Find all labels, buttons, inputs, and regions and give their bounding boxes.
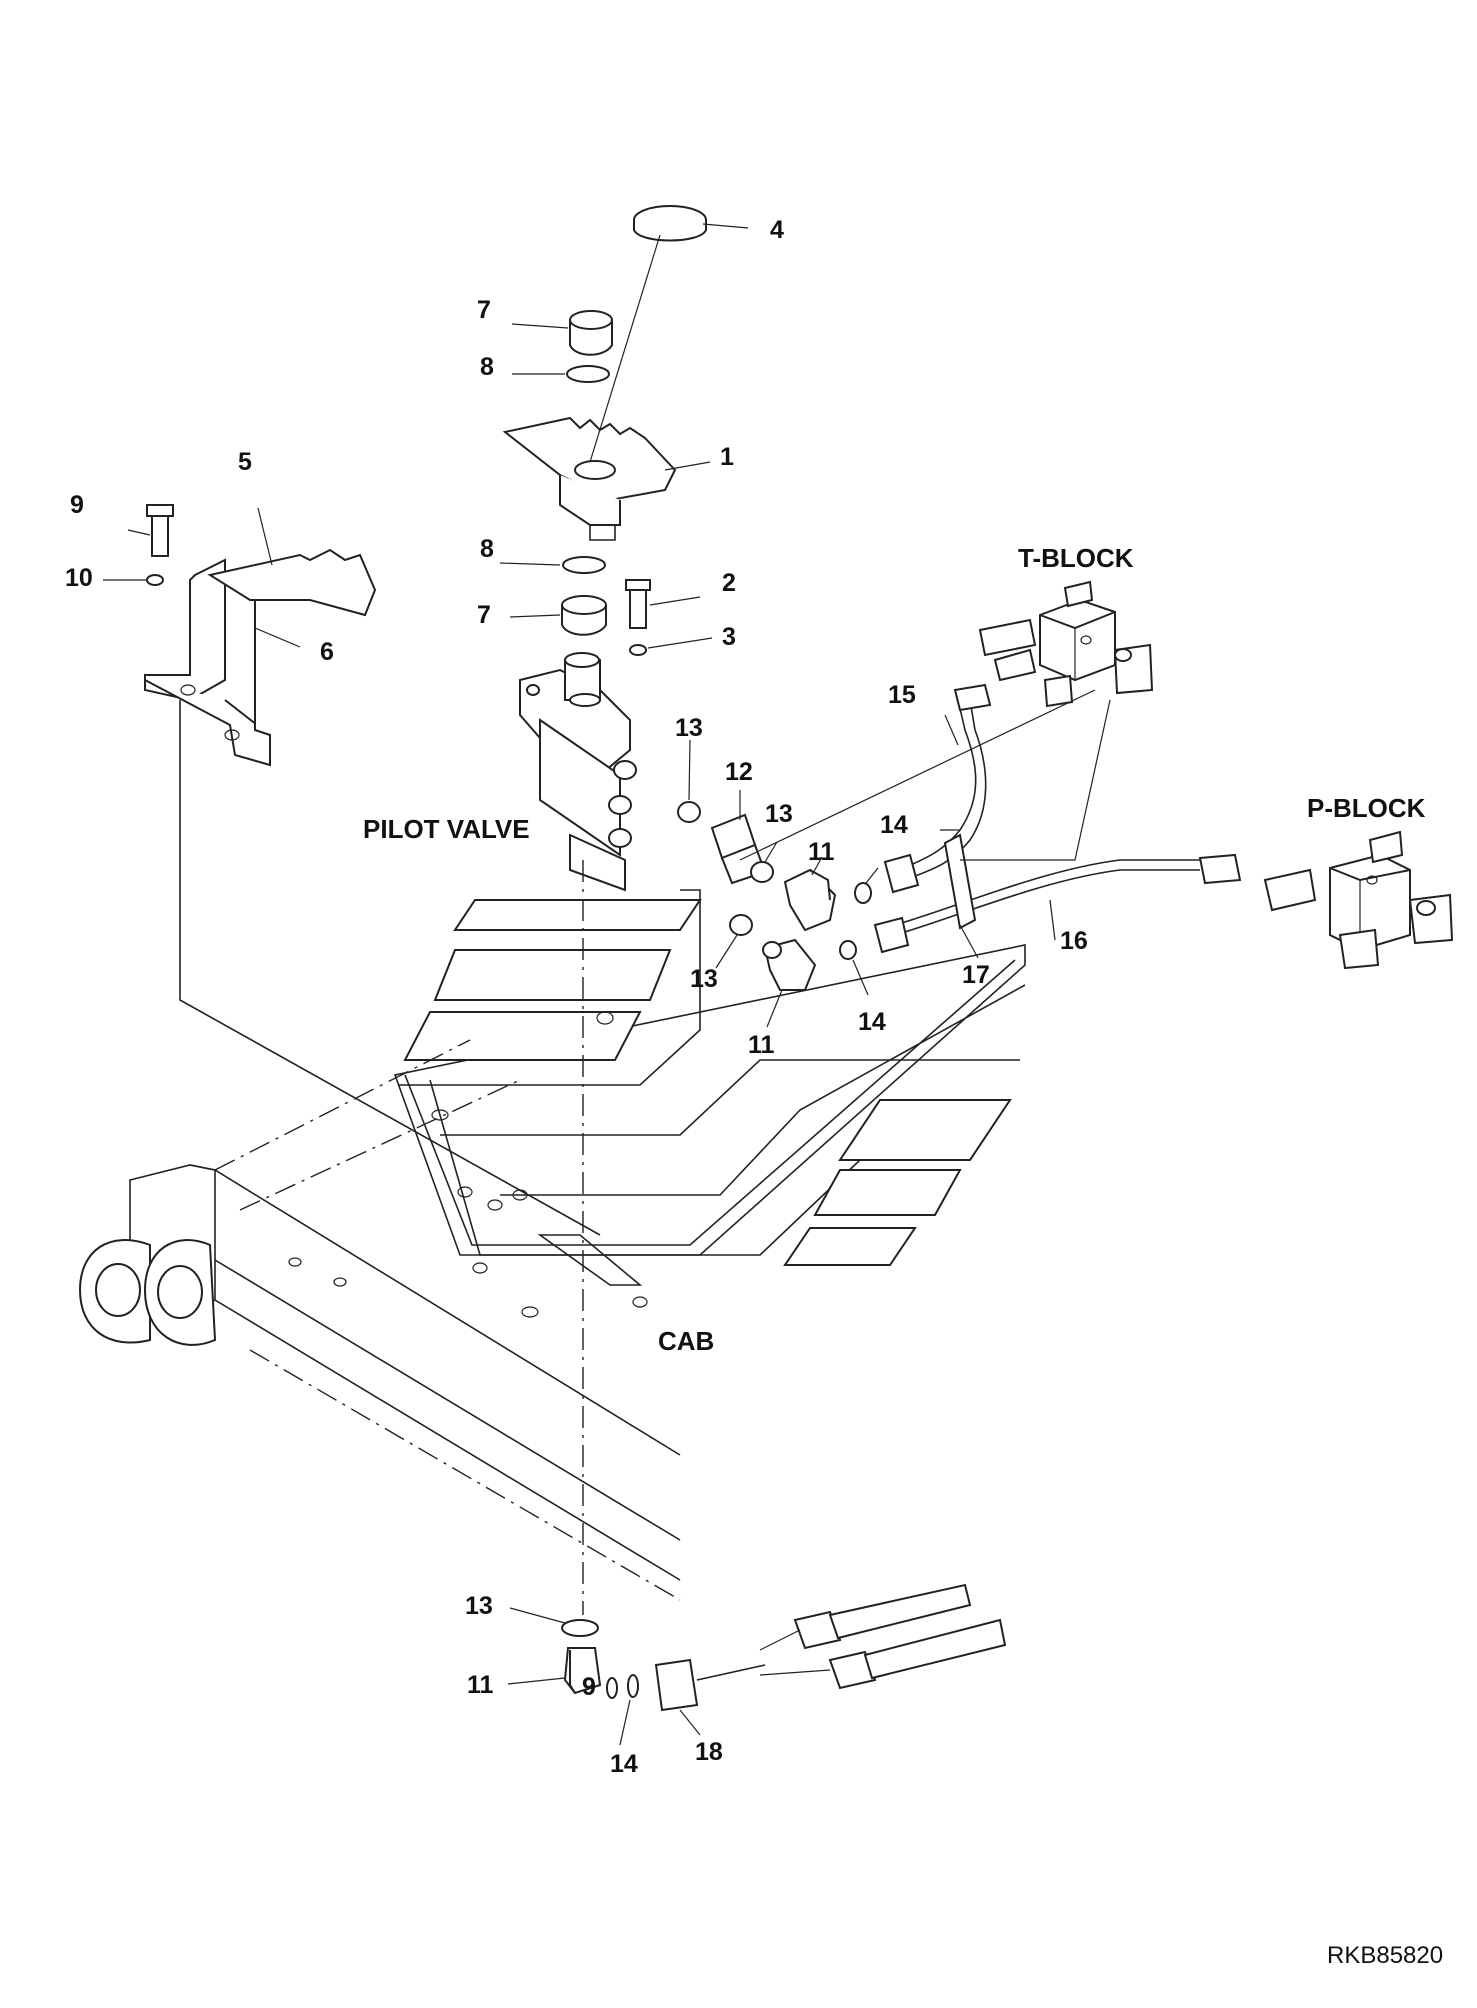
pedal-assembly	[502, 205, 707, 656]
leader-lines	[103, 223, 1056, 1746]
callout-12: 12	[725, 758, 753, 786]
drawing-number: RKB85820	[1327, 1942, 1443, 1969]
callout-11: 11	[748, 1031, 775, 1059]
pedal-bracket	[144, 504, 601, 1236]
bolt-9	[151, 511, 169, 557]
callout-labels: 4 7 8 1 5 9 8 10 2 7 3 6 15 13 12 13 14 …	[65, 216, 1088, 1778]
component-captions: T-BLOCK P-BLOCK PILOT VALVE CAB	[363, 543, 1426, 1356]
callout-9: 9	[582, 1673, 596, 1701]
pilot-valve-label: PILOT VALVE	[363, 814, 530, 844]
callout-11: 11	[808, 838, 835, 866]
callout-10: 10	[65, 564, 93, 592]
callout-18: 18	[695, 1738, 723, 1766]
clamp-17	[943, 833, 977, 930]
callout-7: 7	[477, 296, 491, 324]
callout-8: 8	[480, 353, 494, 381]
cab-label: CAB	[658, 1326, 714, 1356]
p-block	[1263, 830, 1454, 970]
callout-13: 13	[690, 965, 718, 993]
callout-8: 8	[480, 535, 494, 563]
callout-4: 4	[770, 216, 784, 244]
callout-9: 9	[70, 491, 84, 519]
washer-lower	[562, 556, 606, 574]
callout-14: 14	[880, 811, 908, 839]
callout-1: 1	[720, 443, 734, 471]
washer-10	[146, 574, 164, 586]
callout-14: 14	[858, 1008, 886, 1036]
callout-11: 11	[467, 1671, 494, 1699]
pilot-valve	[519, 652, 637, 892]
t-block	[978, 580, 1154, 708]
washer-3	[629, 644, 647, 656]
lower-fittings	[561, 860, 1007, 1712]
callout-14: 14	[610, 1750, 638, 1778]
pilot-valve-fittings	[677, 801, 872, 991]
callout-5: 5	[238, 448, 252, 476]
washer-upper	[566, 365, 610, 383]
p-block-label: P-BLOCK	[1307, 793, 1426, 823]
hoses	[739, 683, 1242, 954]
callout-15: 15	[888, 681, 916, 709]
callout-7: 7	[477, 601, 491, 629]
t-block-label: T-BLOCK	[1018, 543, 1134, 573]
callout-3: 3	[722, 623, 736, 651]
pedal-plate	[502, 416, 677, 502]
callout-17: 17	[962, 961, 990, 989]
cab-frame	[78, 889, 1026, 1601]
callout-2: 2	[722, 569, 736, 597]
callout-6: 6	[320, 638, 334, 666]
callout-16: 16	[1060, 927, 1088, 955]
callout-13: 13	[675, 714, 703, 742]
callout-13: 13	[765, 800, 793, 828]
callout-13: 13	[465, 1592, 493, 1620]
